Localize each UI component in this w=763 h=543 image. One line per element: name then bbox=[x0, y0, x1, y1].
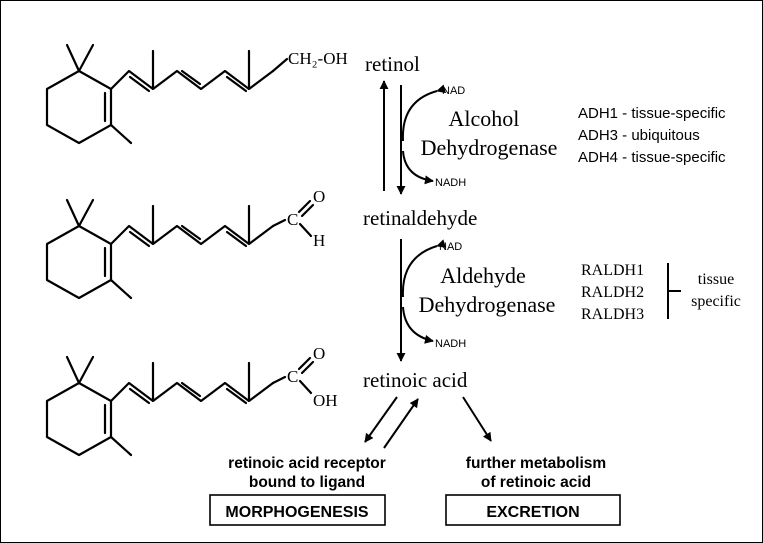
arrow-to-receptor bbox=[364, 396, 398, 443]
cofactor-nadh-2: NADH bbox=[435, 338, 466, 350]
retinaldehyde-structure: C O H bbox=[45, 187, 325, 300]
isoform-raldh2: RALDH2 bbox=[581, 284, 644, 301]
isoform-raldh3: RALDH3 bbox=[581, 306, 644, 323]
retinoic-acid-double-bond bbox=[297, 356, 315, 375]
isoform-note-line2: specific bbox=[691, 293, 741, 310]
isoform-adh4: ADH4 - tissue-specific bbox=[578, 149, 726, 166]
retinoic-acid-oxygen: O bbox=[313, 344, 325, 363]
retinol-group-label: CH₂-OH bbox=[288, 49, 348, 68]
isoform-adh1: ADH1 - tissue-specific bbox=[578, 105, 726, 122]
compound-retinaldehyde: retinaldehyde bbox=[363, 206, 477, 230]
retinoic-acid-structure: C O OH bbox=[45, 344, 338, 457]
metabolism-line1: further metabolism bbox=[466, 455, 606, 472]
nadh-curve-1 bbox=[402, 150, 434, 185]
nad-curve-1 bbox=[401, 84, 447, 142]
retinaldehyde-skeleton bbox=[45, 198, 275, 300]
retinoic-acid-hydroxyl: OH bbox=[313, 391, 338, 410]
retinaldehyde-hydrogen: H bbox=[313, 231, 325, 250]
retinoic-acid-carbon: C bbox=[287, 367, 298, 386]
morphogenesis-box bbox=[209, 494, 386, 526]
isoform-raldh1: RALDH1 bbox=[581, 262, 644, 279]
retinol-structure: CH₂-OH bbox=[45, 43, 348, 145]
isoform-note-line1: tissue bbox=[698, 271, 734, 288]
retinaldehyde-oxygen: O bbox=[313, 187, 325, 206]
retinaldehyde-carbon: C bbox=[287, 210, 298, 229]
retinoic-acid-skeleton bbox=[45, 355, 275, 457]
enzyme-alcohol-line1: Alcohol bbox=[449, 106, 520, 131]
isoform-adh3: ADH3 - ubiquitous bbox=[578, 127, 700, 144]
receptor-line1: retinoic acid receptor bbox=[228, 455, 386, 472]
enzyme-aldehyde-line1: Aldehyde bbox=[440, 263, 526, 288]
retinoic-acid-oh-bond bbox=[298, 379, 313, 395]
cofactor-nadh-1: NADH bbox=[435, 177, 466, 189]
compound-retinoic-acid: retinoic acid bbox=[363, 368, 468, 392]
arrow-to-metabolism bbox=[462, 396, 492, 442]
arrow-from-receptor bbox=[383, 398, 419, 449]
retinaldehyde-h-bond bbox=[298, 222, 313, 238]
enzyme-aldehyde-line2: Dehydrogenase bbox=[419, 292, 556, 317]
retinaldehyde-bond bbox=[271, 218, 287, 228]
retinaldehyde-double-bond bbox=[297, 199, 315, 218]
nad-curve-2 bbox=[401, 239, 447, 298]
excretion-label: EXCRETION bbox=[486, 504, 579, 521]
morphogenesis-label: MORPHOGENESIS bbox=[225, 504, 368, 521]
cofactor-nad-2: NAD bbox=[439, 241, 462, 253]
receptor-line2: bound to ligand bbox=[249, 474, 365, 491]
excretion-box bbox=[445, 494, 621, 526]
enzyme-alcohol-line2: Dehydrogenase bbox=[421, 135, 558, 160]
retinol-bond bbox=[271, 57, 289, 73]
metabolism-line2: of retinoic acid bbox=[481, 474, 591, 491]
nadh-curve-2 bbox=[402, 306, 434, 344]
retinoic-acid-bond bbox=[271, 375, 287, 385]
isoform-bracket bbox=[667, 263, 681, 319]
retinol-skeleton bbox=[45, 43, 275, 145]
compound-retinol: retinol bbox=[365, 52, 420, 76]
cofactor-nad-1: NAD bbox=[442, 85, 465, 97]
